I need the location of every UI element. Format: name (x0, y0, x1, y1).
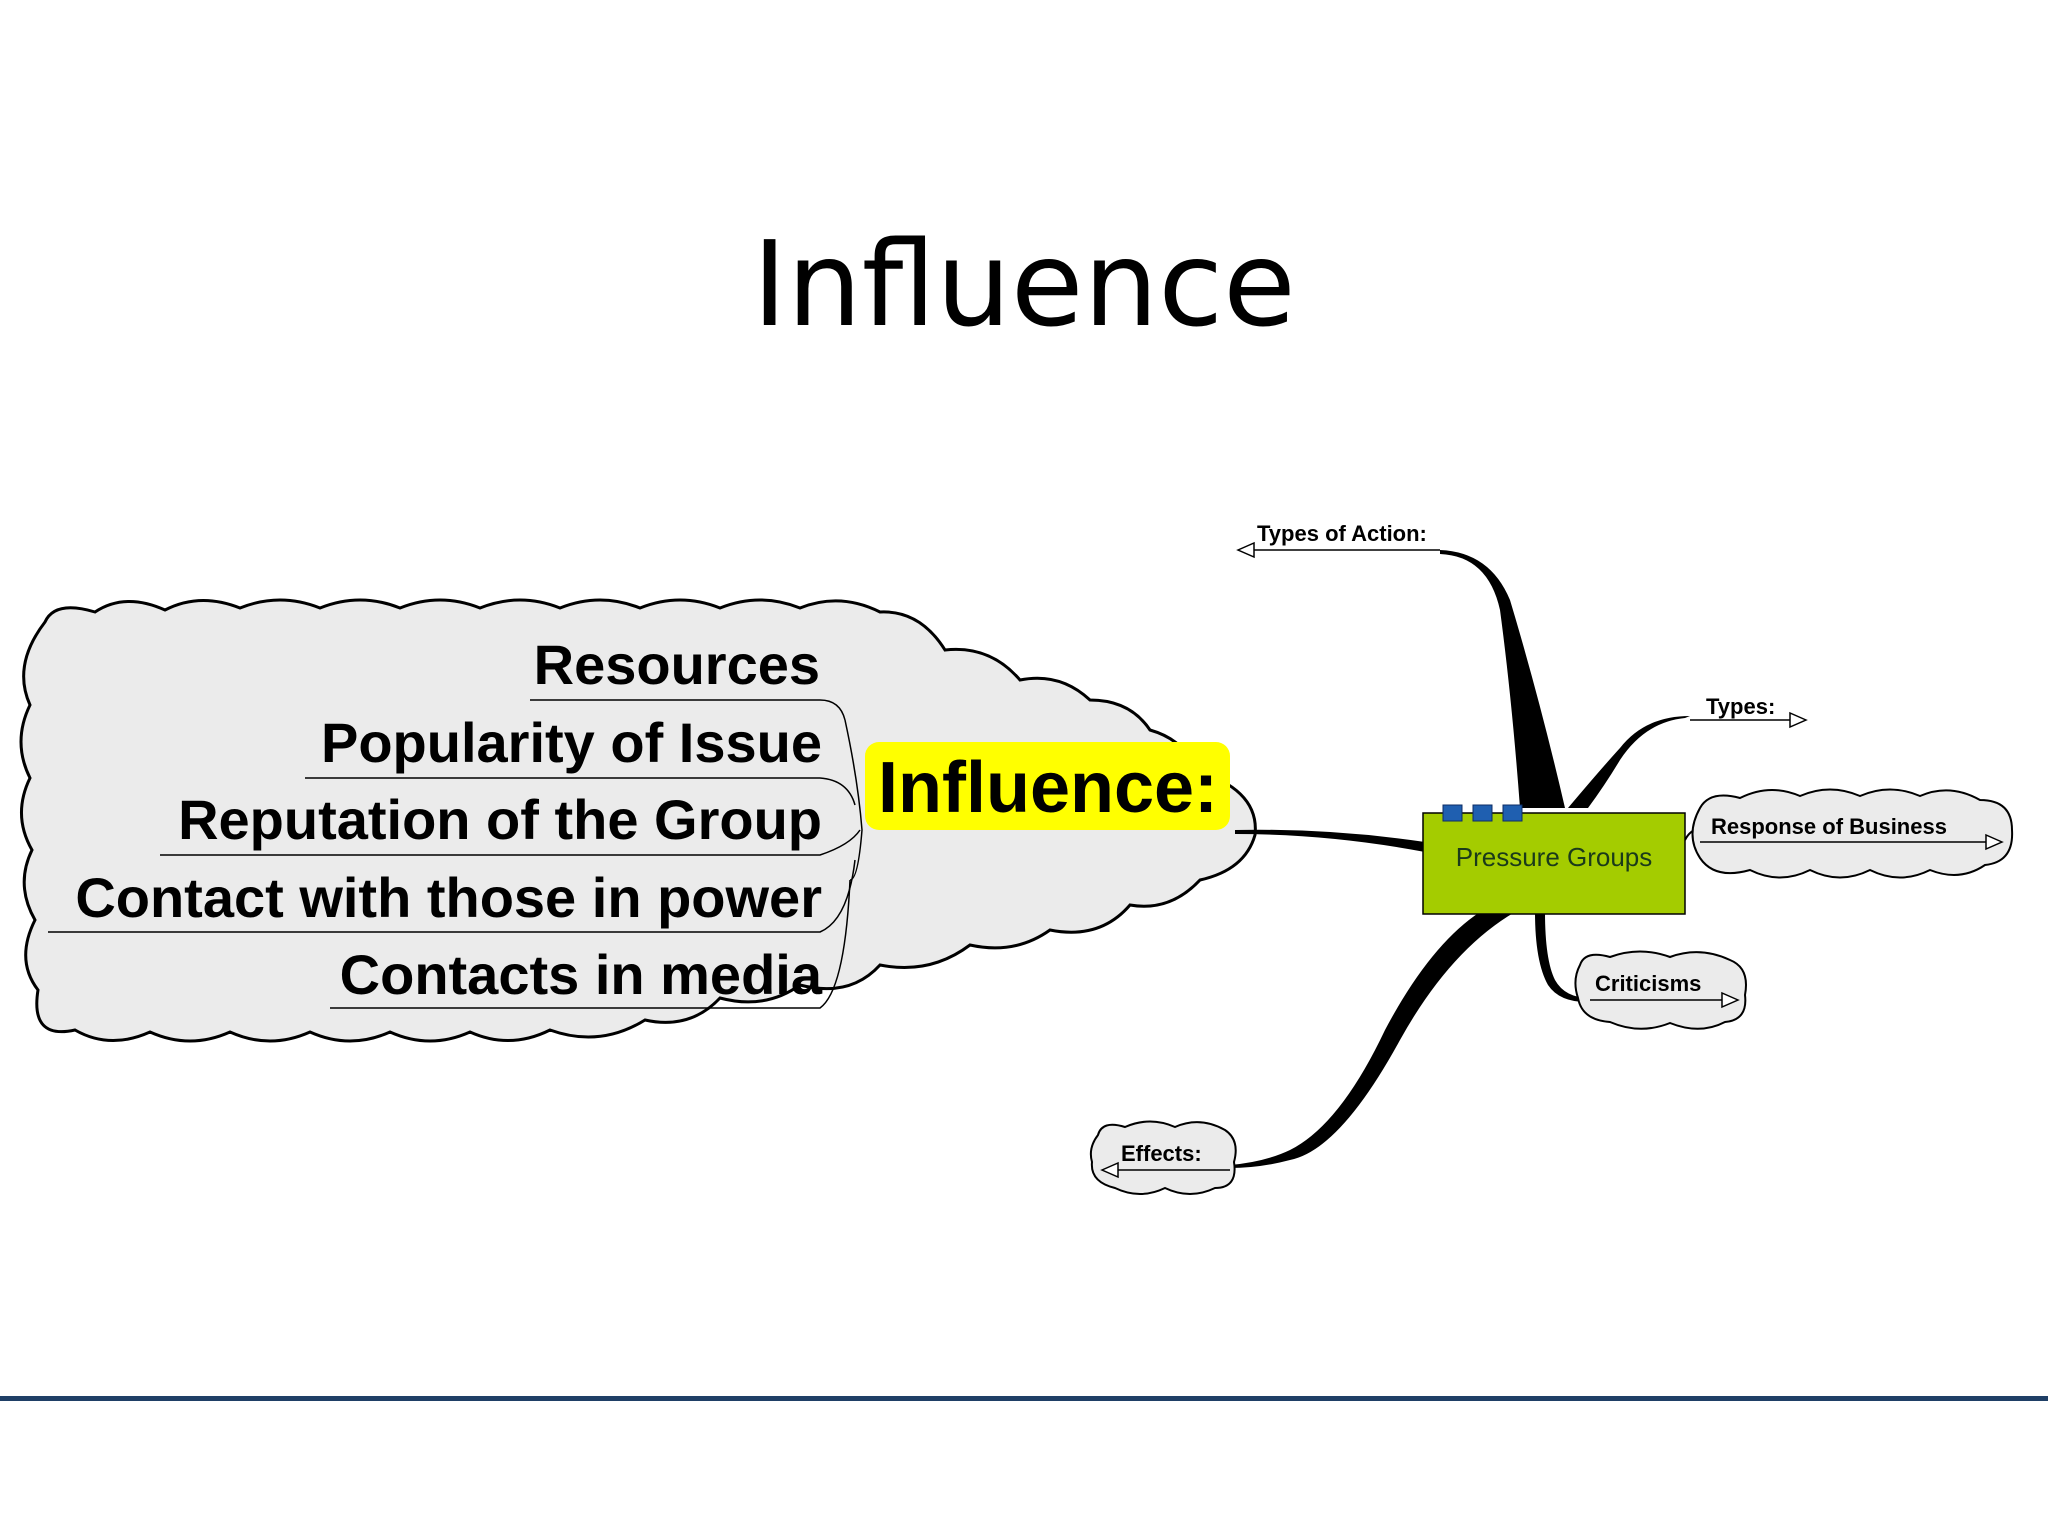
connector-types-of-action (1440, 550, 1565, 808)
influence-cloud (19, 598, 1257, 1043)
influence-hub-highlight (865, 742, 1230, 830)
connector-effects (1230, 912, 1515, 1168)
types-of-action-label: Types of Action: (1257, 521, 1427, 546)
center-marker-2 (1472, 804, 1493, 822)
center-marker-3 (1502, 804, 1523, 822)
types-of-action-arrow (1236, 541, 1255, 559)
influence-item-contact-power: Contact with those in power (75, 866, 822, 929)
connector-criticisms (1535, 912, 1590, 1003)
types-arrow (1789, 711, 1808, 729)
footer-rule (0, 1396, 2048, 1401)
center-marker-1 (1442, 804, 1463, 822)
slide-title: Influence (752, 215, 1296, 353)
effects-arrow (1100, 1161, 1119, 1179)
types-label: Types: (1706, 694, 1775, 719)
connector-influence (1235, 829, 1425, 852)
response-arrow (1985, 833, 2004, 851)
influence-item-reputation: Reputation of the Group (178, 788, 822, 851)
influence-item-resources: Resources (534, 633, 820, 696)
influence-item-contacts-media: Contacts in media (340, 943, 823, 1006)
center-node (1422, 812, 1686, 915)
influence-hub-label: Influence: (878, 748, 1218, 828)
criticisms-label: Criticisms (1595, 971, 1701, 996)
response-label: Response of Business (1711, 814, 1947, 839)
influence-item-popularity: Popularity of Issue (321, 711, 822, 774)
influence-item-underlines (48, 699, 863, 1009)
center-node-label: Pressure Groups (1456, 842, 1653, 872)
criticisms-cloud (1574, 950, 1747, 1030)
connector-types (1568, 716, 1690, 808)
criticisms-arrow (1721, 991, 1740, 1009)
effects-label: Effects: (1121, 1141, 1202, 1166)
response-cloud (1691, 788, 2014, 879)
effects-cloud (1089, 1120, 1237, 1195)
